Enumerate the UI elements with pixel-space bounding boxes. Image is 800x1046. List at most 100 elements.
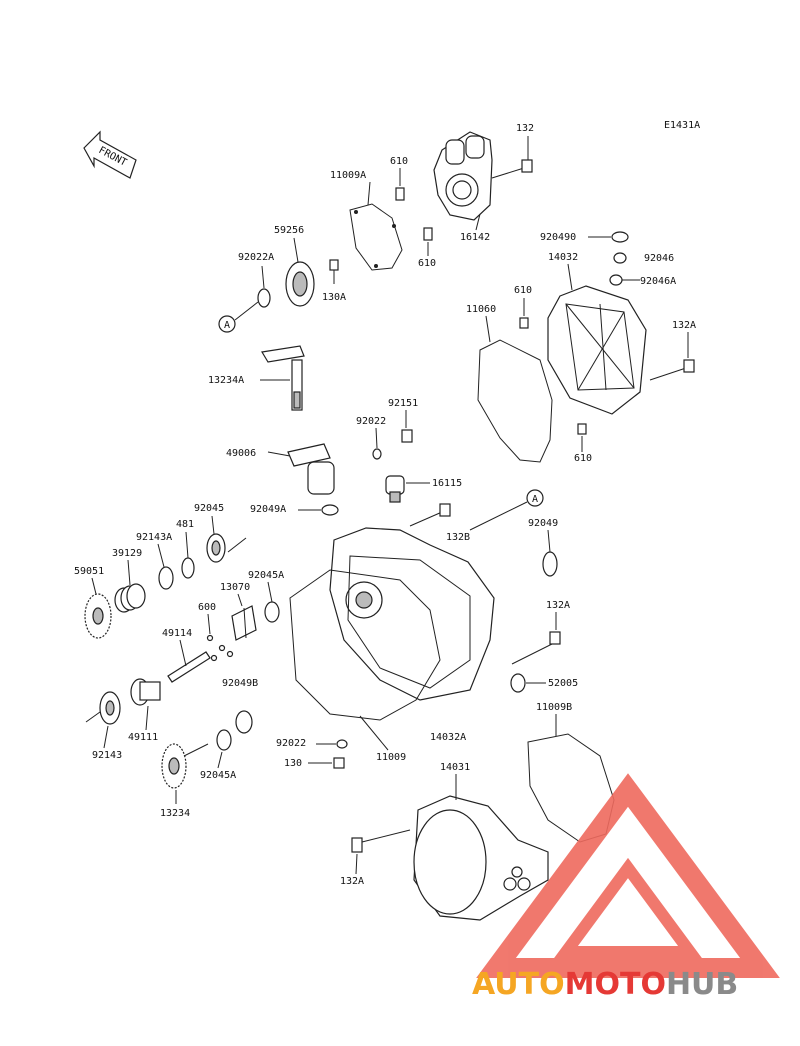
impeller-13070: [231, 605, 257, 641]
pump-body-49006: [287, 443, 335, 495]
label-92049: 92049: [528, 518, 558, 529]
washer-92143-inner: [105, 700, 115, 716]
label-14032A: 14032A: [430, 732, 466, 743]
magneto-cover-14031: [413, 795, 549, 921]
label-92143A: 92143A: [136, 532, 172, 543]
label-92151: 92151: [388, 398, 418, 409]
bearing-92045A-b: [216, 729, 232, 751]
label-49111: 49111: [128, 732, 158, 743]
cap-92046: [613, 252, 627, 264]
logo-text-moto: MOTO: [565, 967, 666, 1002]
bolt-130: [333, 757, 345, 769]
water-pump-cover-16142: [433, 131, 493, 221]
label-610-top: 610: [390, 156, 408, 167]
bolt-92151: [401, 429, 413, 443]
gasket-11009A: [349, 203, 403, 271]
bolt-132A-m: [511, 631, 561, 665]
gasket-11009: [289, 569, 441, 721]
washer-92143A: [158, 566, 174, 590]
label-610-mid: 610: [418, 258, 436, 269]
bolt-132: [491, 159, 533, 179]
label-13234A: 13234A: [208, 375, 244, 386]
label-92045: 92045: [194, 503, 224, 514]
bearing-92045A: [264, 601, 280, 623]
label-49006: 49006: [226, 448, 256, 459]
label-59051: 59051: [74, 566, 104, 577]
washer-92022-b: [336, 739, 348, 749]
label-132A-b: 132A: [340, 876, 364, 887]
gear-49111: [130, 678, 161, 706]
ref-mark-a-top-text: A: [224, 320, 230, 331]
impeller-59256: [285, 261, 315, 307]
dowel-pin-610-b: [423, 227, 433, 241]
label-49114: 49114: [162, 628, 192, 639]
seal-52005: [510, 673, 526, 693]
label-92022: 92022: [356, 416, 386, 427]
label-481: 481: [176, 519, 194, 530]
cap-920490: [611, 231, 629, 243]
label-92045A: 92045A: [248, 570, 284, 581]
bolt-132A-b: [351, 829, 411, 853]
ref-mark-a-right: [526, 489, 544, 507]
label-11060: 11060: [466, 304, 496, 315]
gasket-11060: [477, 339, 553, 463]
gear-59051: [84, 593, 112, 639]
label-130A: 130A: [322, 292, 346, 303]
front-arrow-icon: FRONT: [83, 130, 137, 179]
label-11009B: 11009B: [536, 702, 572, 713]
label-14032: 14032: [548, 252, 578, 263]
label-39129: 39129: [112, 548, 142, 559]
crankcase-cover-14032A: [329, 527, 495, 701]
label-92045A-b: 92045A: [200, 770, 236, 781]
shaft-49114: [167, 651, 211, 683]
shift-shaft-13234A: [261, 345, 305, 411]
dowel-pin-610-lr: [577, 423, 587, 435]
label-92049A: 92049A: [250, 504, 286, 515]
label-92143: 92143: [92, 750, 122, 761]
label-130: 130: [284, 758, 302, 769]
label-132A-m: 132A: [546, 600, 570, 611]
label-11009A: 11009A: [330, 170, 366, 181]
label-920490: 920490: [540, 232, 576, 243]
circlip-481: [181, 557, 195, 579]
clutch-cover-14032: [547, 285, 647, 415]
bolt-132B: [409, 503, 451, 527]
label-52005: 52005: [548, 678, 578, 689]
label-16142: 16142: [460, 232, 490, 243]
logo-text-auto: AUTO: [472, 967, 565, 1002]
washer-92022A: [257, 288, 271, 308]
seal-92049A: [321, 504, 339, 516]
label-92022A: 92022A: [238, 252, 274, 263]
label-92049B: 92049B: [222, 678, 258, 689]
label-59256: 59256: [274, 225, 304, 236]
bearing-right-mid: [235, 710, 253, 734]
dowel-pin-610-r: [519, 317, 529, 329]
spring-39129: [114, 583, 146, 613]
ref-mark-a-top: [218, 315, 236, 333]
label-92022-b: 92022: [276, 738, 306, 749]
balls-600: [206, 634, 234, 662]
ref-mark-a-right-text: A: [532, 494, 538, 505]
dowel-pin-610-a: [395, 187, 405, 201]
oil-cap-16115: [385, 475, 405, 503]
bolt-130A: [329, 259, 339, 284]
label-92046A: 92046A: [640, 276, 676, 287]
label-132: 132: [516, 123, 534, 134]
label-132B: 132B: [446, 532, 470, 543]
cap-92046A: [609, 274, 623, 286]
label-14031: 14031: [440, 762, 470, 773]
label-92046: 92046: [644, 253, 674, 264]
bearing-92045-inner: [211, 540, 221, 556]
label-132A-r: 132A: [672, 320, 696, 331]
label-600: 600: [198, 602, 216, 613]
label-610-r: 610: [514, 285, 532, 296]
seal-92049: [542, 551, 558, 577]
logo-text-hub: HUB: [666, 967, 738, 1002]
washer-92022: [372, 448, 382, 460]
label-610-lr: 610: [574, 453, 592, 464]
label-11009: 11009: [376, 752, 406, 763]
label-16115: 16115: [432, 478, 462, 489]
gear-13234: [161, 743, 209, 789]
logo-text: AUTOMOTOHUB: [472, 967, 738, 1002]
